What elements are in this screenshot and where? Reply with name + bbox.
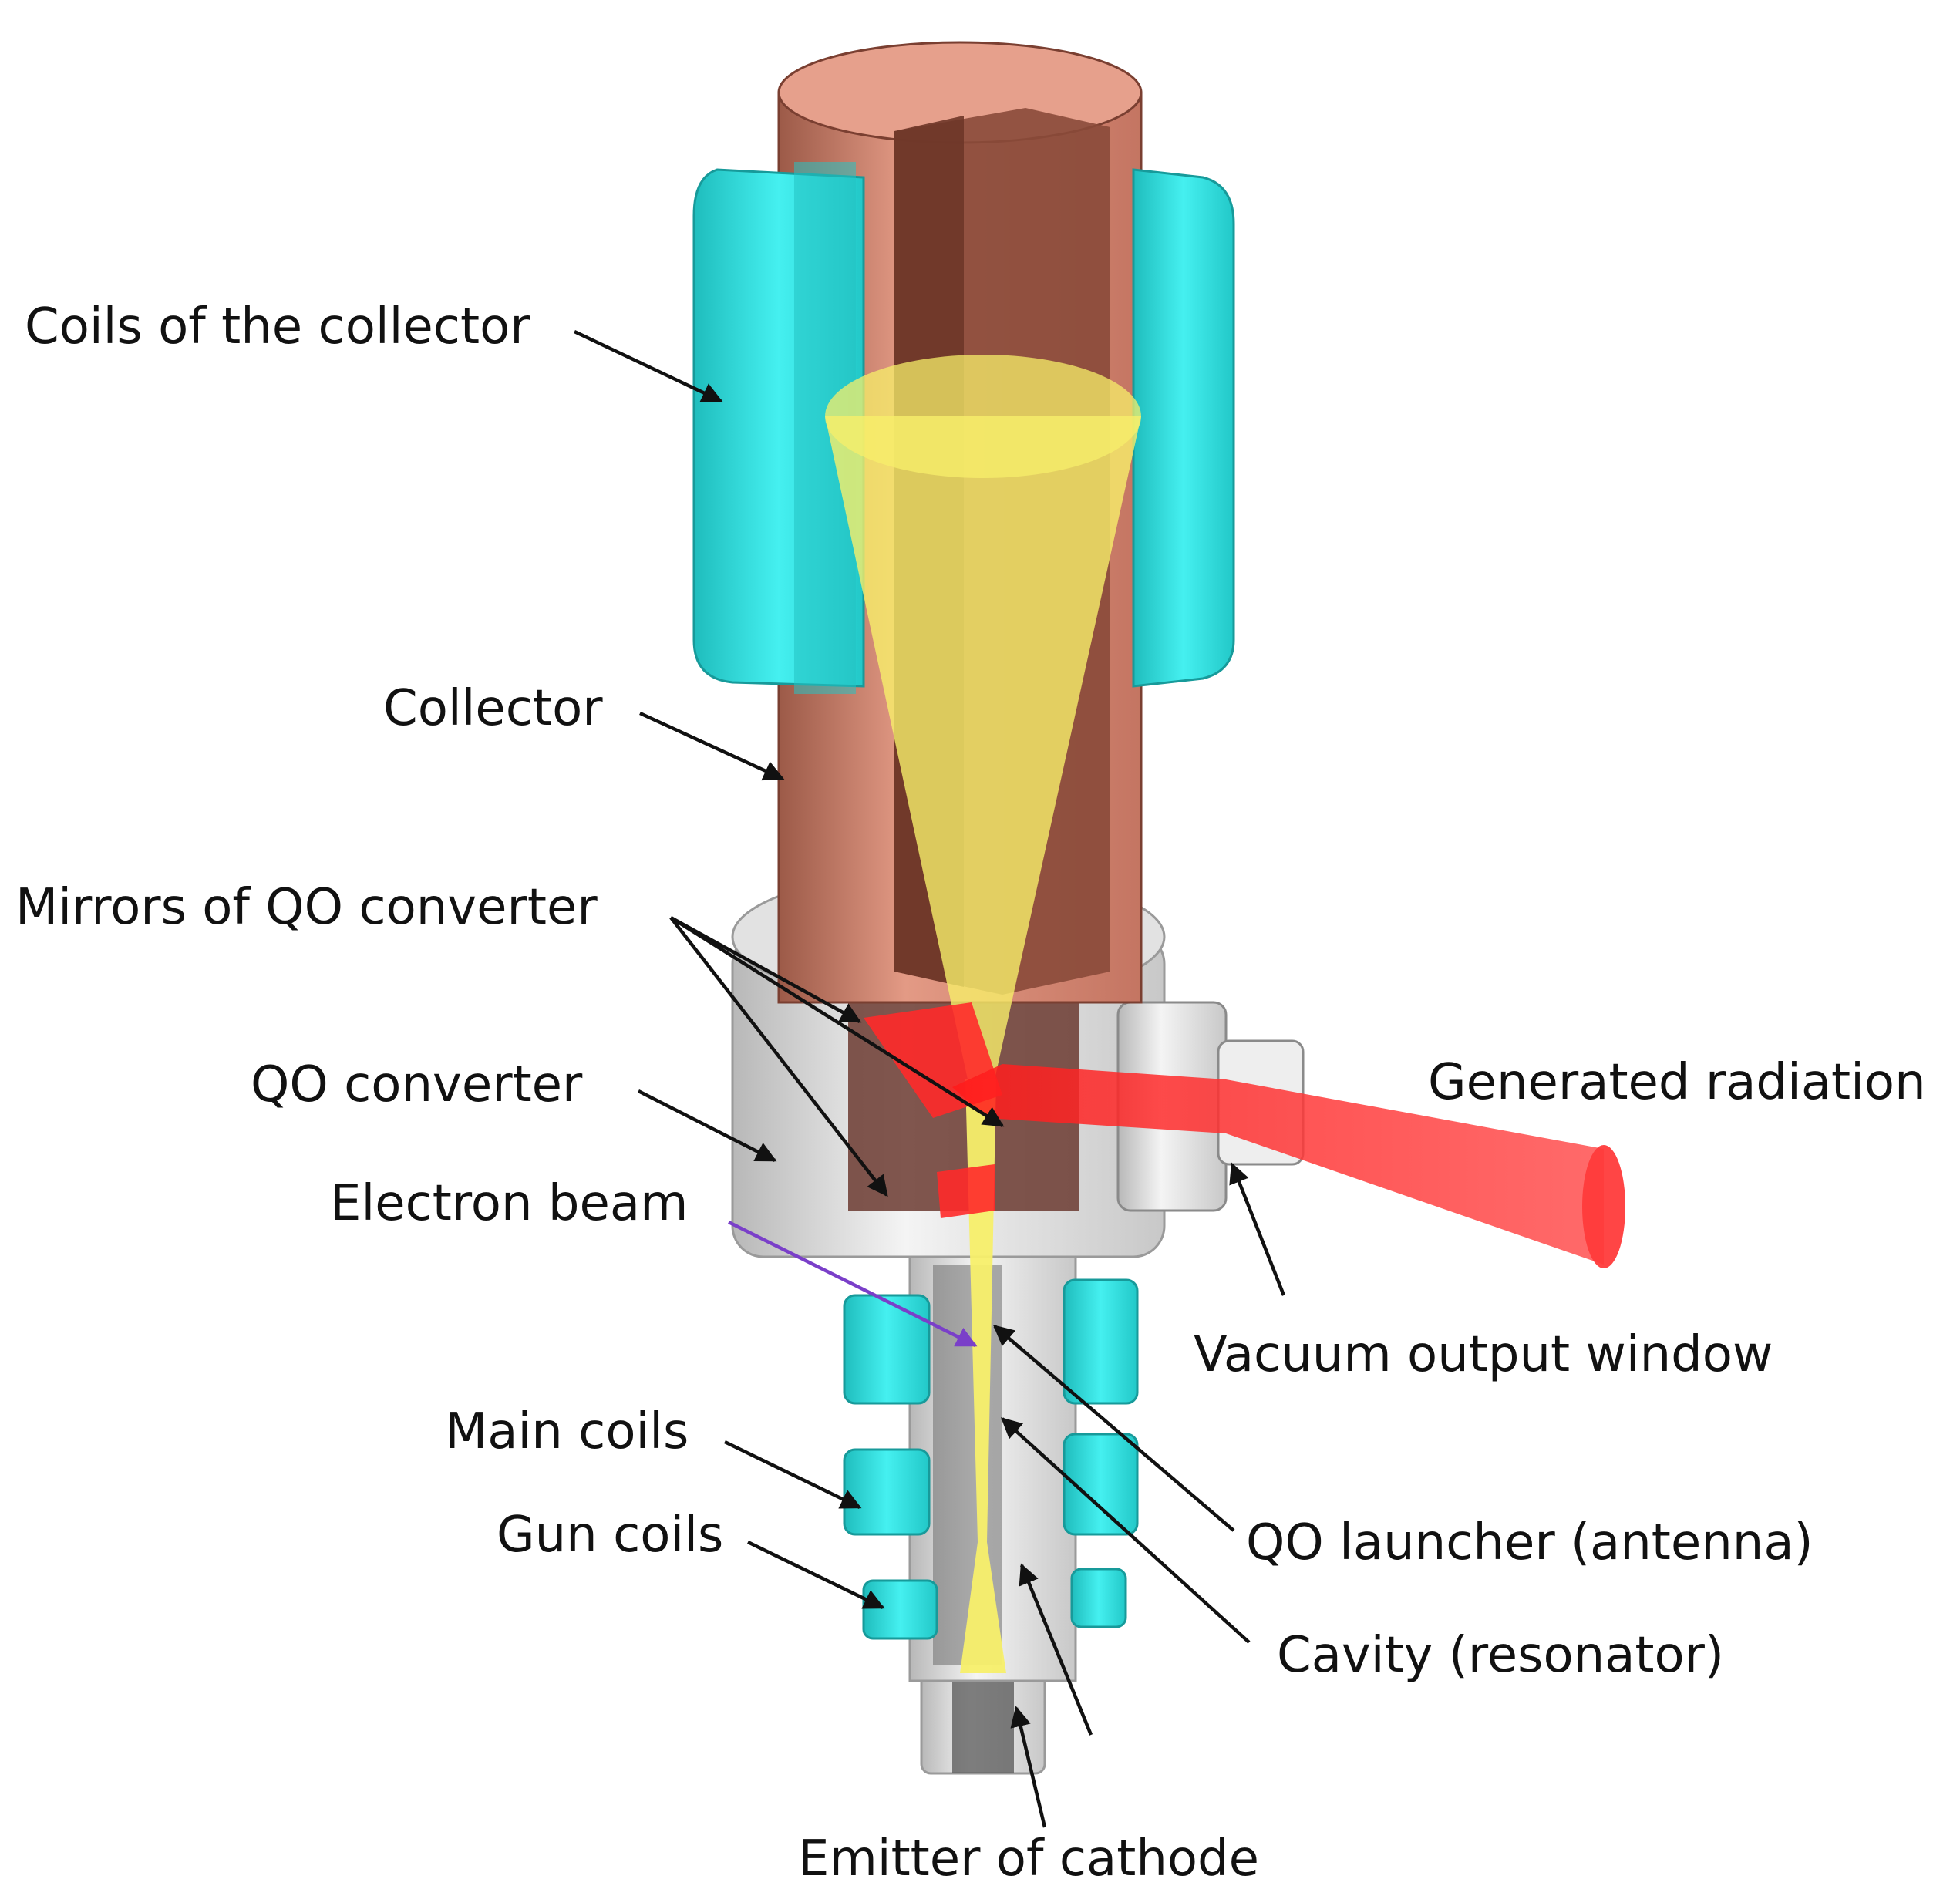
- label-main-coils: Main coils: [445, 1403, 689, 1460]
- arrow-main-coils: [724, 1440, 862, 1510]
- label-generated-radiation: Generated radiation: [1428, 1054, 1926, 1111]
- label-gun-coils: Gun coils: [497, 1507, 723, 1564]
- label-vacuum-output-window: Vacuum output window: [1194, 1326, 1773, 1383]
- arrow-cavity-1: [1000, 1417, 1251, 1644]
- main-coils-lower: [843, 1278, 1139, 1640]
- label-coils-of-the-collector: Coils of the collector: [25, 298, 530, 355]
- arrow-mirrors-3: [669, 916, 1005, 1127]
- arrow-qo-converter: [637, 1089, 777, 1163]
- label-mirrors-of-qo-converter: Mirrors of QO converter: [15, 879, 598, 936]
- arrow-mirrors-1: [669, 916, 862, 1023]
- label-collector: Collector: [383, 680, 603, 737]
- electron-beam: [825, 355, 1141, 1673]
- label-emitter-of-cathode: Emitter of cathode: [798, 1830, 1259, 1888]
- arrow-gun-coils: [747, 1540, 885, 1610]
- label-electron-beam: Electron beam: [330, 1175, 688, 1232]
- arrow-cavity-2: [1019, 1563, 1093, 1736]
- arrow-electron-beam: [727, 1220, 978, 1348]
- leader-arrows: [574, 329, 1286, 1828]
- label-cavity: Cavity (resonator): [1277, 1627, 1724, 1684]
- label-qo-converter: QO converter: [251, 1056, 583, 1113]
- generated-radiation-beam: [864, 1002, 1625, 1268]
- arrow-collector: [639, 711, 785, 781]
- arrow-vacuum-output-window: [1229, 1162, 1286, 1296]
- arrow-qo-launcher: [992, 1325, 1235, 1532]
- gun-housing: [908, 1248, 1077, 1775]
- arrow-coils-of-the-collector: [574, 329, 723, 403]
- label-qo-launcher: QO launcher (antenna): [1246, 1514, 1814, 1571]
- arrow-mirrors-2: [669, 916, 888, 1197]
- arrow-emitter-of-cathode: [1010, 1706, 1047, 1828]
